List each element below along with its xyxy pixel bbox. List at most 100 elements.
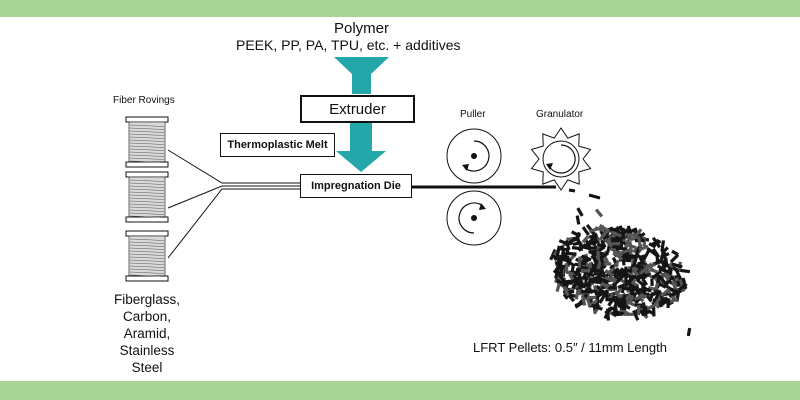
- pellet: [580, 268, 591, 273]
- fiber-type: Carbon,: [122, 309, 172, 324]
- winding-line: [129, 206, 165, 209]
- pellet: [588, 249, 598, 254]
- pellet: [584, 295, 597, 300]
- pellet: [632, 309, 640, 321]
- winding-line: [129, 212, 165, 215]
- pellet: [660, 240, 666, 252]
- pellet: [654, 296, 662, 306]
- pellet: [616, 246, 625, 251]
- pellet: [626, 227, 638, 235]
- fiber-type: Steel: [131, 360, 163, 375]
- pellet: [586, 277, 593, 288]
- winding-line: [129, 200, 165, 203]
- pellet: [581, 234, 590, 244]
- pellet: [571, 277, 580, 290]
- winding-line: [129, 157, 165, 160]
- fiber-type: Aramid,: [123, 326, 171, 341]
- pellet: [664, 257, 669, 268]
- pellet: [614, 290, 622, 299]
- pellet: [596, 242, 606, 250]
- pellet: [637, 236, 642, 248]
- pellet: [623, 312, 634, 316]
- pellet: [611, 307, 618, 316]
- pellet: [643, 262, 653, 272]
- pellet: [576, 207, 584, 217]
- pellet: [624, 239, 630, 248]
- pellet: [579, 244, 592, 251]
- pellet: [674, 268, 683, 281]
- winding-line: [129, 274, 165, 277]
- winding-line: [129, 151, 165, 154]
- winding-line: [129, 271, 165, 274]
- pellet: [598, 223, 610, 233]
- pellet: [635, 260, 644, 270]
- pellet: [668, 291, 678, 298]
- puller-label: Puller: [460, 109, 486, 120]
- extruder-box: Extruder: [300, 95, 415, 123]
- pellet: [600, 281, 610, 289]
- fiber-types-list: Fiberglass, Carbon, Aramid, Stainless St…: [106, 291, 188, 376]
- fiber-type: Fiberglass,: [113, 292, 181, 307]
- pellet: [648, 242, 657, 249]
- winding-line: [129, 179, 165, 182]
- winding-line: [129, 182, 165, 185]
- pellet: [677, 282, 688, 292]
- pellet: [671, 249, 679, 257]
- pellet: [560, 245, 566, 257]
- impregnation-die-label: Impregnation Die: [311, 180, 401, 192]
- impregnation-die-box: Impregnation Die: [300, 174, 412, 198]
- pellet: [658, 275, 668, 286]
- pellet: [600, 229, 609, 239]
- pellet: [650, 278, 654, 286]
- winding-line: [129, 259, 165, 262]
- pellet: [559, 264, 564, 276]
- winding-line: [129, 139, 165, 142]
- winding-line: [129, 136, 165, 139]
- pellet: [574, 231, 581, 242]
- winding-line: [129, 247, 165, 250]
- pellet: [563, 249, 570, 259]
- pellet: [586, 269, 595, 278]
- pellet: [594, 226, 604, 232]
- top-band: [0, 0, 800, 17]
- winding-line: [129, 209, 165, 212]
- fiber-type: Stainless: [119, 343, 175, 358]
- winding-line: [129, 148, 165, 151]
- strand-cut-dash: [568, 188, 576, 193]
- pellet: [600, 266, 604, 276]
- pellet: [603, 262, 612, 266]
- pellet: [641, 287, 652, 293]
- pellet: [651, 270, 662, 280]
- winding-line: [129, 238, 165, 241]
- pellets-label: LFRT Pellets: 0.5″ / 11mm Length: [473, 340, 667, 355]
- pellet: [661, 260, 666, 271]
- pellet: [603, 237, 614, 249]
- pellet: [612, 251, 622, 258]
- pellet: [550, 253, 562, 262]
- pellet: [628, 294, 635, 305]
- winding-line: [129, 256, 165, 259]
- pellet: [587, 298, 599, 308]
- fiber-rovings-label: Fiber Rovings: [113, 95, 175, 106]
- granulator-label: Granulator: [536, 109, 584, 120]
- pellet: [574, 300, 586, 308]
- pellet: [686, 327, 692, 337]
- winding-line: [129, 130, 165, 133]
- pellet: [639, 293, 648, 299]
- pellet: [655, 252, 660, 261]
- pellet: [638, 244, 649, 252]
- pellet: [667, 297, 679, 305]
- pellet: [562, 286, 570, 297]
- winding-line: [129, 250, 165, 253]
- winding-line: [129, 194, 165, 197]
- fiber-roving-spools: [125, 116, 169, 282]
- pellet: [619, 267, 630, 278]
- pellet: [636, 305, 641, 316]
- pellet: [610, 236, 622, 241]
- pellet: [595, 261, 602, 272]
- pellet: [594, 208, 604, 218]
- pellet: [654, 282, 660, 291]
- winding-line: [129, 154, 165, 157]
- pellet: [658, 251, 666, 264]
- pellet: [577, 256, 582, 269]
